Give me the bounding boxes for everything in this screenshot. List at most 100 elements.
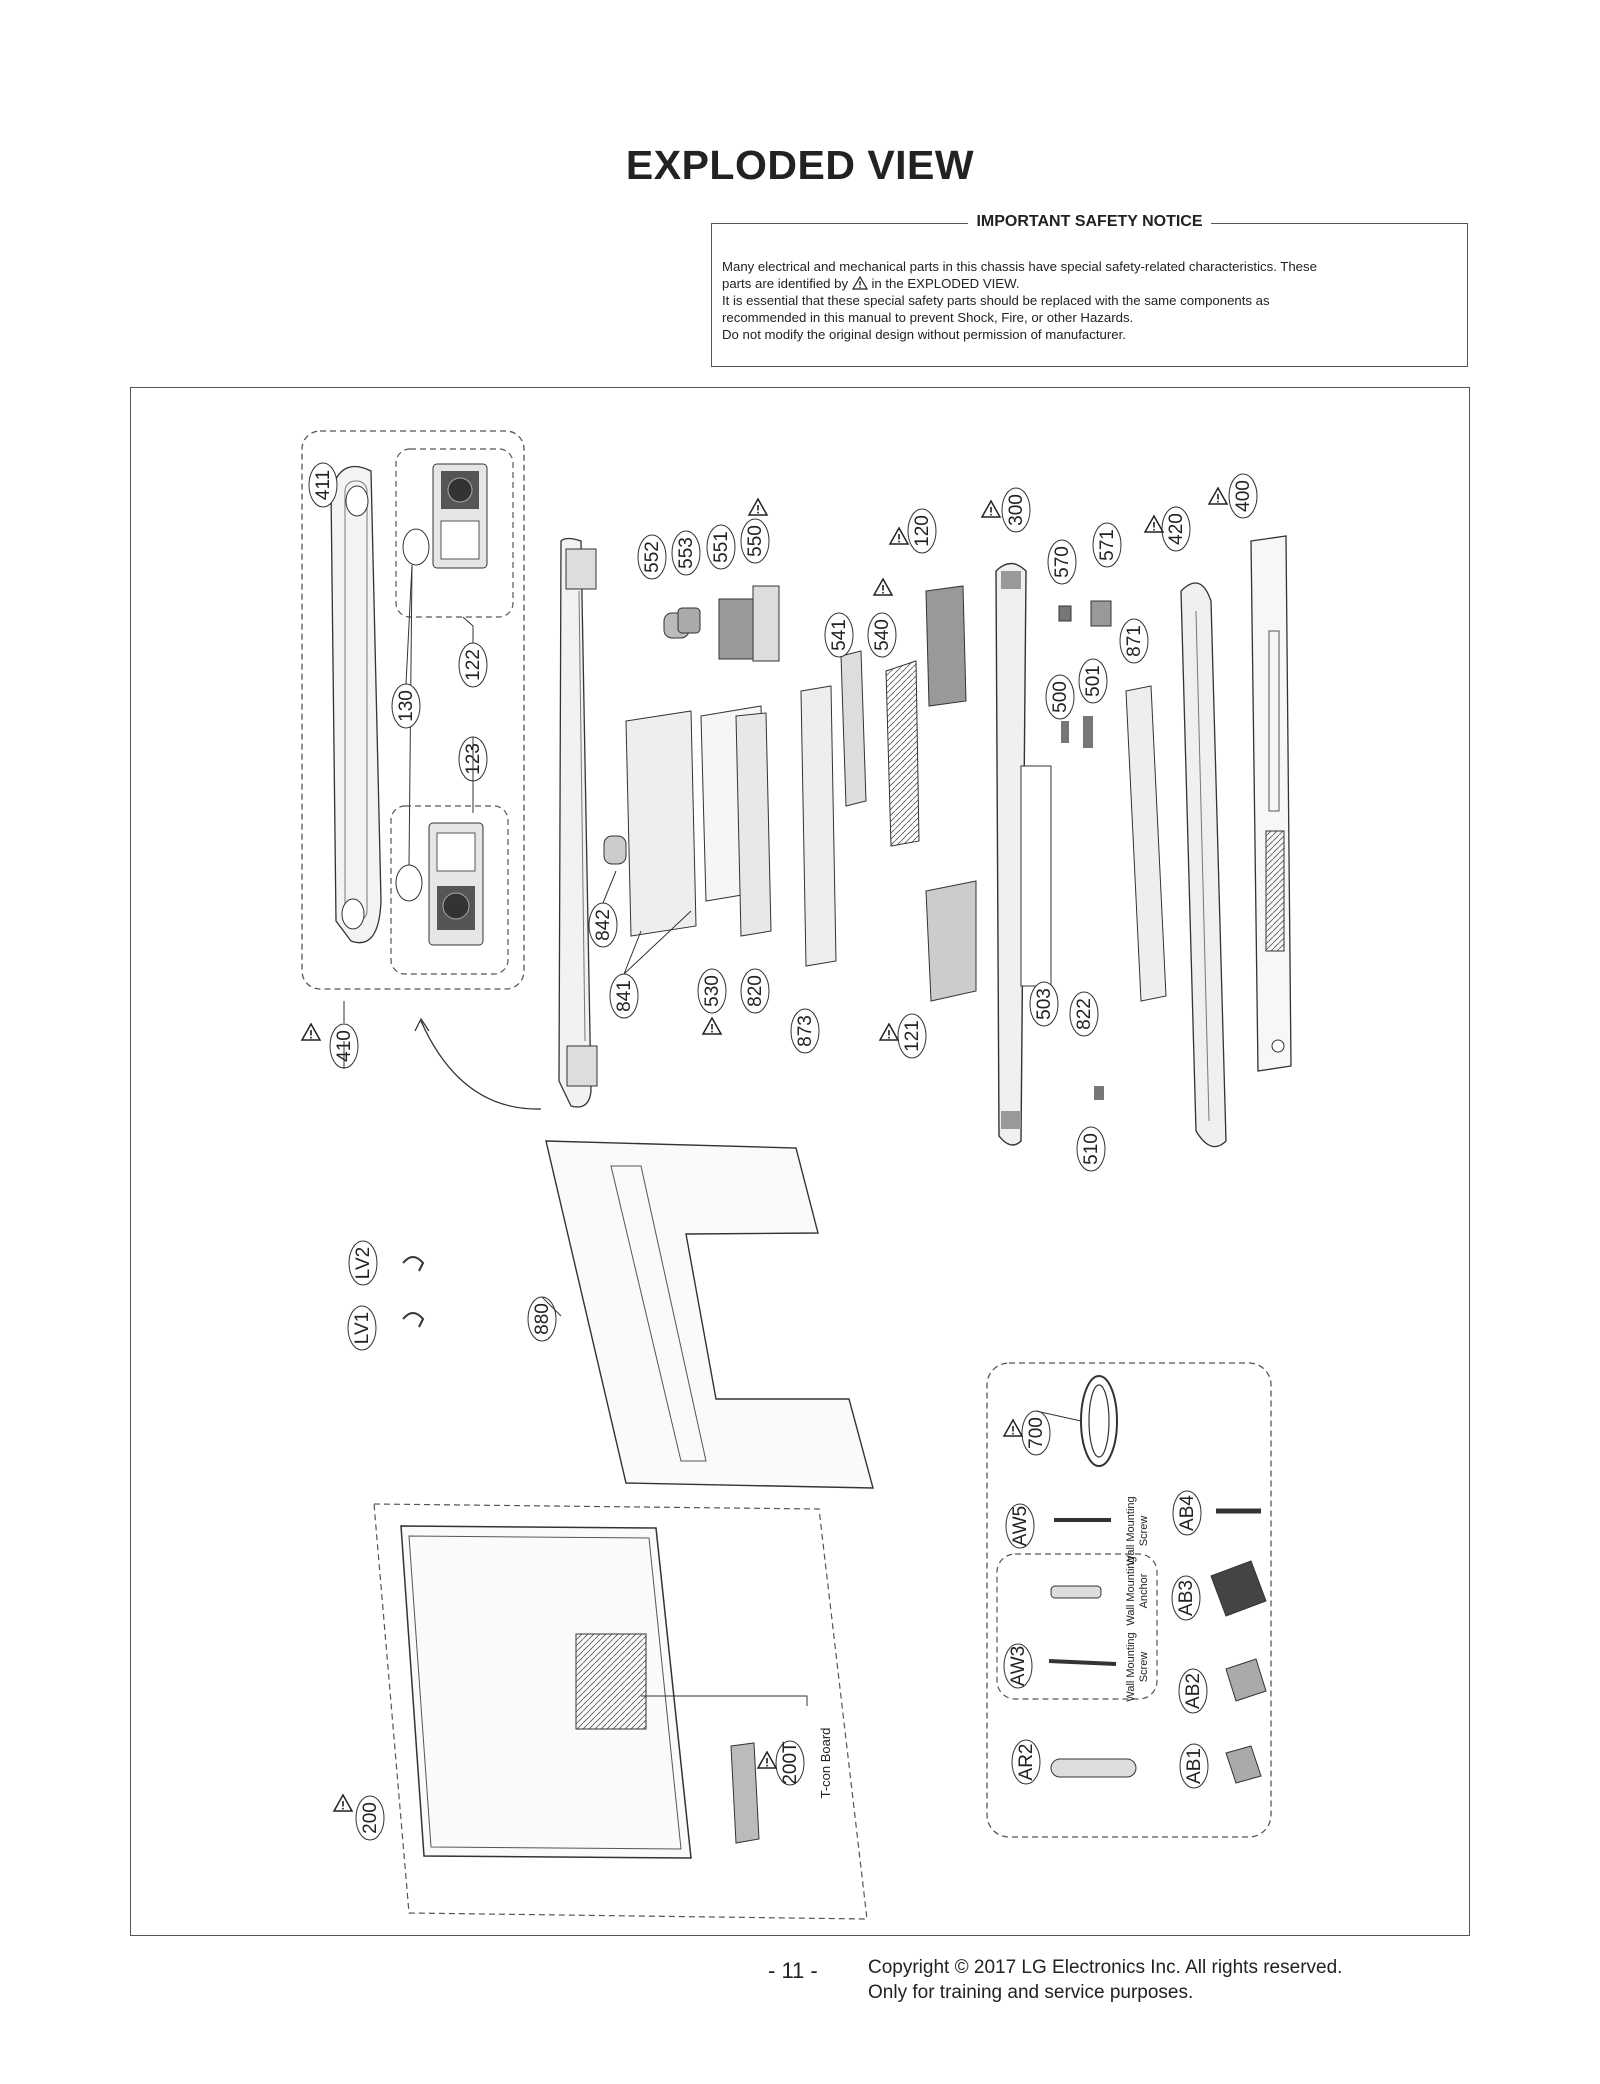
svg-text:AB4: AB4: [1177, 1495, 1198, 1531]
svg-text:553: 553: [676, 537, 697, 569]
svg-text:AW5: AW5: [1010, 1506, 1031, 1546]
svg-text:871: 871: [1124, 625, 1145, 657]
svg-text:541: 541: [829, 619, 850, 651]
svg-text:552: 552: [642, 541, 663, 573]
svg-text:411: 411: [313, 470, 334, 500]
svg-text:AB3: AB3: [1176, 1580, 1197, 1616]
svg-text:880: 880: [532, 1303, 553, 1335]
svg-text:820: 820: [745, 975, 766, 1007]
page-title: EXPLODED VIEW: [625, 142, 975, 188]
warning-triangle-icon: [702, 1017, 722, 1035]
side-panel-400: [1250, 535, 1292, 1072]
callout-200t: 200T: [775, 1740, 805, 1786]
callout-411: 411: [308, 462, 338, 508]
callout-ab3: AB3: [1171, 1575, 1201, 1621]
callout-541: 541: [824, 612, 854, 658]
callout-130: 130: [391, 683, 421, 729]
callout-ab1: AB1: [1179, 1743, 1209, 1789]
notice-line: Do not modify the original design withou…: [722, 327, 1126, 342]
svg-text:842: 842: [593, 909, 614, 941]
svg-text:Wall Mounting: Wall Mounting: [1125, 1556, 1137, 1625]
svg-text:Screw: Screw: [1138, 1652, 1150, 1683]
callout-120: 120: [907, 508, 937, 554]
svg-text:AB1: AB1: [1184, 1748, 1205, 1784]
callout-500: 500: [1045, 674, 1075, 720]
warning-triangle-icon: [851, 276, 868, 290]
exploded-view-diagram: 411 122 130 123 410 552 553 551 550 541 …: [130, 387, 1470, 1936]
safety-notice-title: IMPORTANT SAFETY NOTICE: [712, 213, 1467, 231]
speaker-bar-group: [301, 430, 542, 1110]
rear-cover-bar: [995, 562, 1112, 1146]
svg-text:400: 400: [1233, 480, 1254, 512]
svg-text:120: 120: [912, 515, 933, 547]
svg-text:Wall Mounting: Wall Mounting: [1125, 1496, 1137, 1565]
safety-notice-box: IMPORTANT SAFETY NOTICE Many electrical …: [711, 213, 1468, 367]
callout-841: 841: [609, 973, 639, 1019]
warning-triangle-icon: [301, 1023, 321, 1041]
svg-text:530: 530: [702, 975, 723, 1007]
svg-text:AW3: AW3: [1008, 1646, 1029, 1686]
svg-text:200: 200: [360, 1802, 381, 1834]
svg-text:822: 822: [1074, 998, 1095, 1030]
rear-frames: [1125, 582, 1227, 1148]
svg-text:501: 501: [1083, 665, 1104, 697]
notice-line: Many electrical and mechanical parts in …: [722, 259, 1317, 274]
svg-text:Anchor: Anchor: [1138, 1573, 1150, 1608]
back-plate-880: [545, 1140, 874, 1489]
callout-873: 873: [790, 1008, 820, 1054]
svg-text:420: 420: [1166, 513, 1187, 545]
svg-text:841: 841: [614, 980, 635, 1012]
notice-line: It is essential that these special safet…: [722, 293, 1270, 308]
svg-text:571: 571: [1097, 529, 1118, 561]
callout-layer: 411 122 130 123 410 552 553 551 550 541 …: [301, 462, 1258, 1841]
svg-text:200T: 200T: [780, 1741, 801, 1785]
accessories-group: [986, 1362, 1272, 1838]
callout-552: 552: [637, 534, 667, 580]
callout-540: 540: [867, 612, 897, 658]
svg-text:570: 570: [1052, 546, 1073, 578]
copyright-notice: Copyright © 2017 LG Electronics Inc. All…: [868, 1955, 1342, 2005]
callout-200: 200: [355, 1795, 385, 1841]
safety-notice-body: Many electrical and mechanical parts in …: [722, 258, 1455, 343]
callout-121: 121: [897, 1013, 927, 1059]
callout-553: 553: [671, 530, 701, 576]
screws-lv: [402, 1256, 425, 1328]
svg-text:500: 500: [1050, 681, 1071, 713]
warning-triangle-icon: [748, 498, 768, 516]
callout-570: 570: [1047, 539, 1077, 585]
svg-text:121: 121: [902, 1020, 923, 1052]
svg-text:550: 550: [745, 525, 766, 557]
callout-300: 300: [1001, 487, 1031, 533]
warning-triangle-icon: [1144, 515, 1164, 533]
callout-ar2: AR2: [1011, 1739, 1041, 1785]
copyright-line: Copyright © 2017 LG Electronics Inc. All…: [868, 1957, 1343, 1978]
page-number: - 11 -: [768, 1958, 818, 1983]
svg-text:300: 300: [1006, 494, 1027, 526]
svg-text:510: 510: [1081, 1133, 1102, 1165]
boards-cluster: [603, 585, 977, 1002]
svg-text:LV1: LV1: [352, 1312, 373, 1344]
warning-triangle-icon: [1208, 487, 1228, 505]
warning-triangle-icon: [333, 1794, 353, 1812]
warning-triangle-icon: [981, 500, 1001, 518]
callout-501: 501: [1078, 658, 1108, 704]
callout-842: 842: [588, 902, 618, 948]
callout-122: 122: [458, 642, 488, 688]
svg-text:122: 122: [463, 649, 484, 681]
callout-aw3: AW3: [1003, 1643, 1033, 1689]
callout-503: 503: [1029, 981, 1059, 1027]
callout-ab2: AB2: [1178, 1668, 1208, 1714]
svg-text:T-con Board: T-con Board: [818, 1728, 833, 1799]
svg-text:700: 700: [1026, 1417, 1047, 1449]
svg-text:551: 551: [711, 531, 732, 563]
warning-triangle-icon: [889, 527, 909, 545]
callout-871: 871: [1119, 618, 1149, 664]
svg-text:540: 540: [872, 619, 893, 651]
callout-571: 571: [1092, 522, 1122, 568]
svg-text:503: 503: [1034, 988, 1055, 1020]
svg-text:130: 130: [396, 690, 417, 722]
callout-lv2: LV2: [348, 1240, 378, 1286]
callout-551: 551: [706, 524, 736, 570]
callout-ab4: AB4: [1172, 1490, 1202, 1536]
callout-820: 820: [740, 968, 770, 1014]
